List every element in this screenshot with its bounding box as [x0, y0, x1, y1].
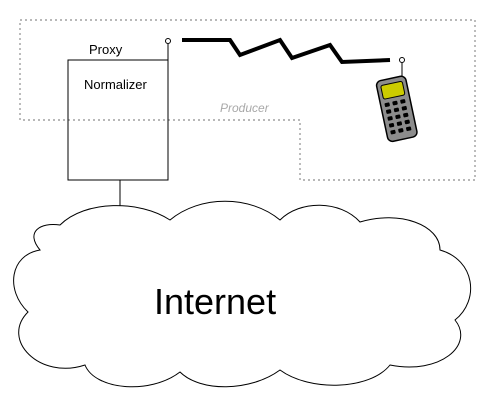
antenna-icon: [165, 38, 171, 60]
proxy-label: Proxy: [89, 42, 123, 57]
internet-label: Internet: [154, 281, 276, 322]
normalizer-box: [67, 59, 169, 181]
producer-region-border: [19, 19, 476, 181]
producer-label: Producer: [220, 101, 270, 115]
lightning-bolt-icon: [182, 37, 391, 65]
mobile-phone-icon: [375, 57, 418, 143]
internet-cloud: [13, 200, 471, 388]
normalizer-label: Normalizer: [84, 77, 148, 92]
